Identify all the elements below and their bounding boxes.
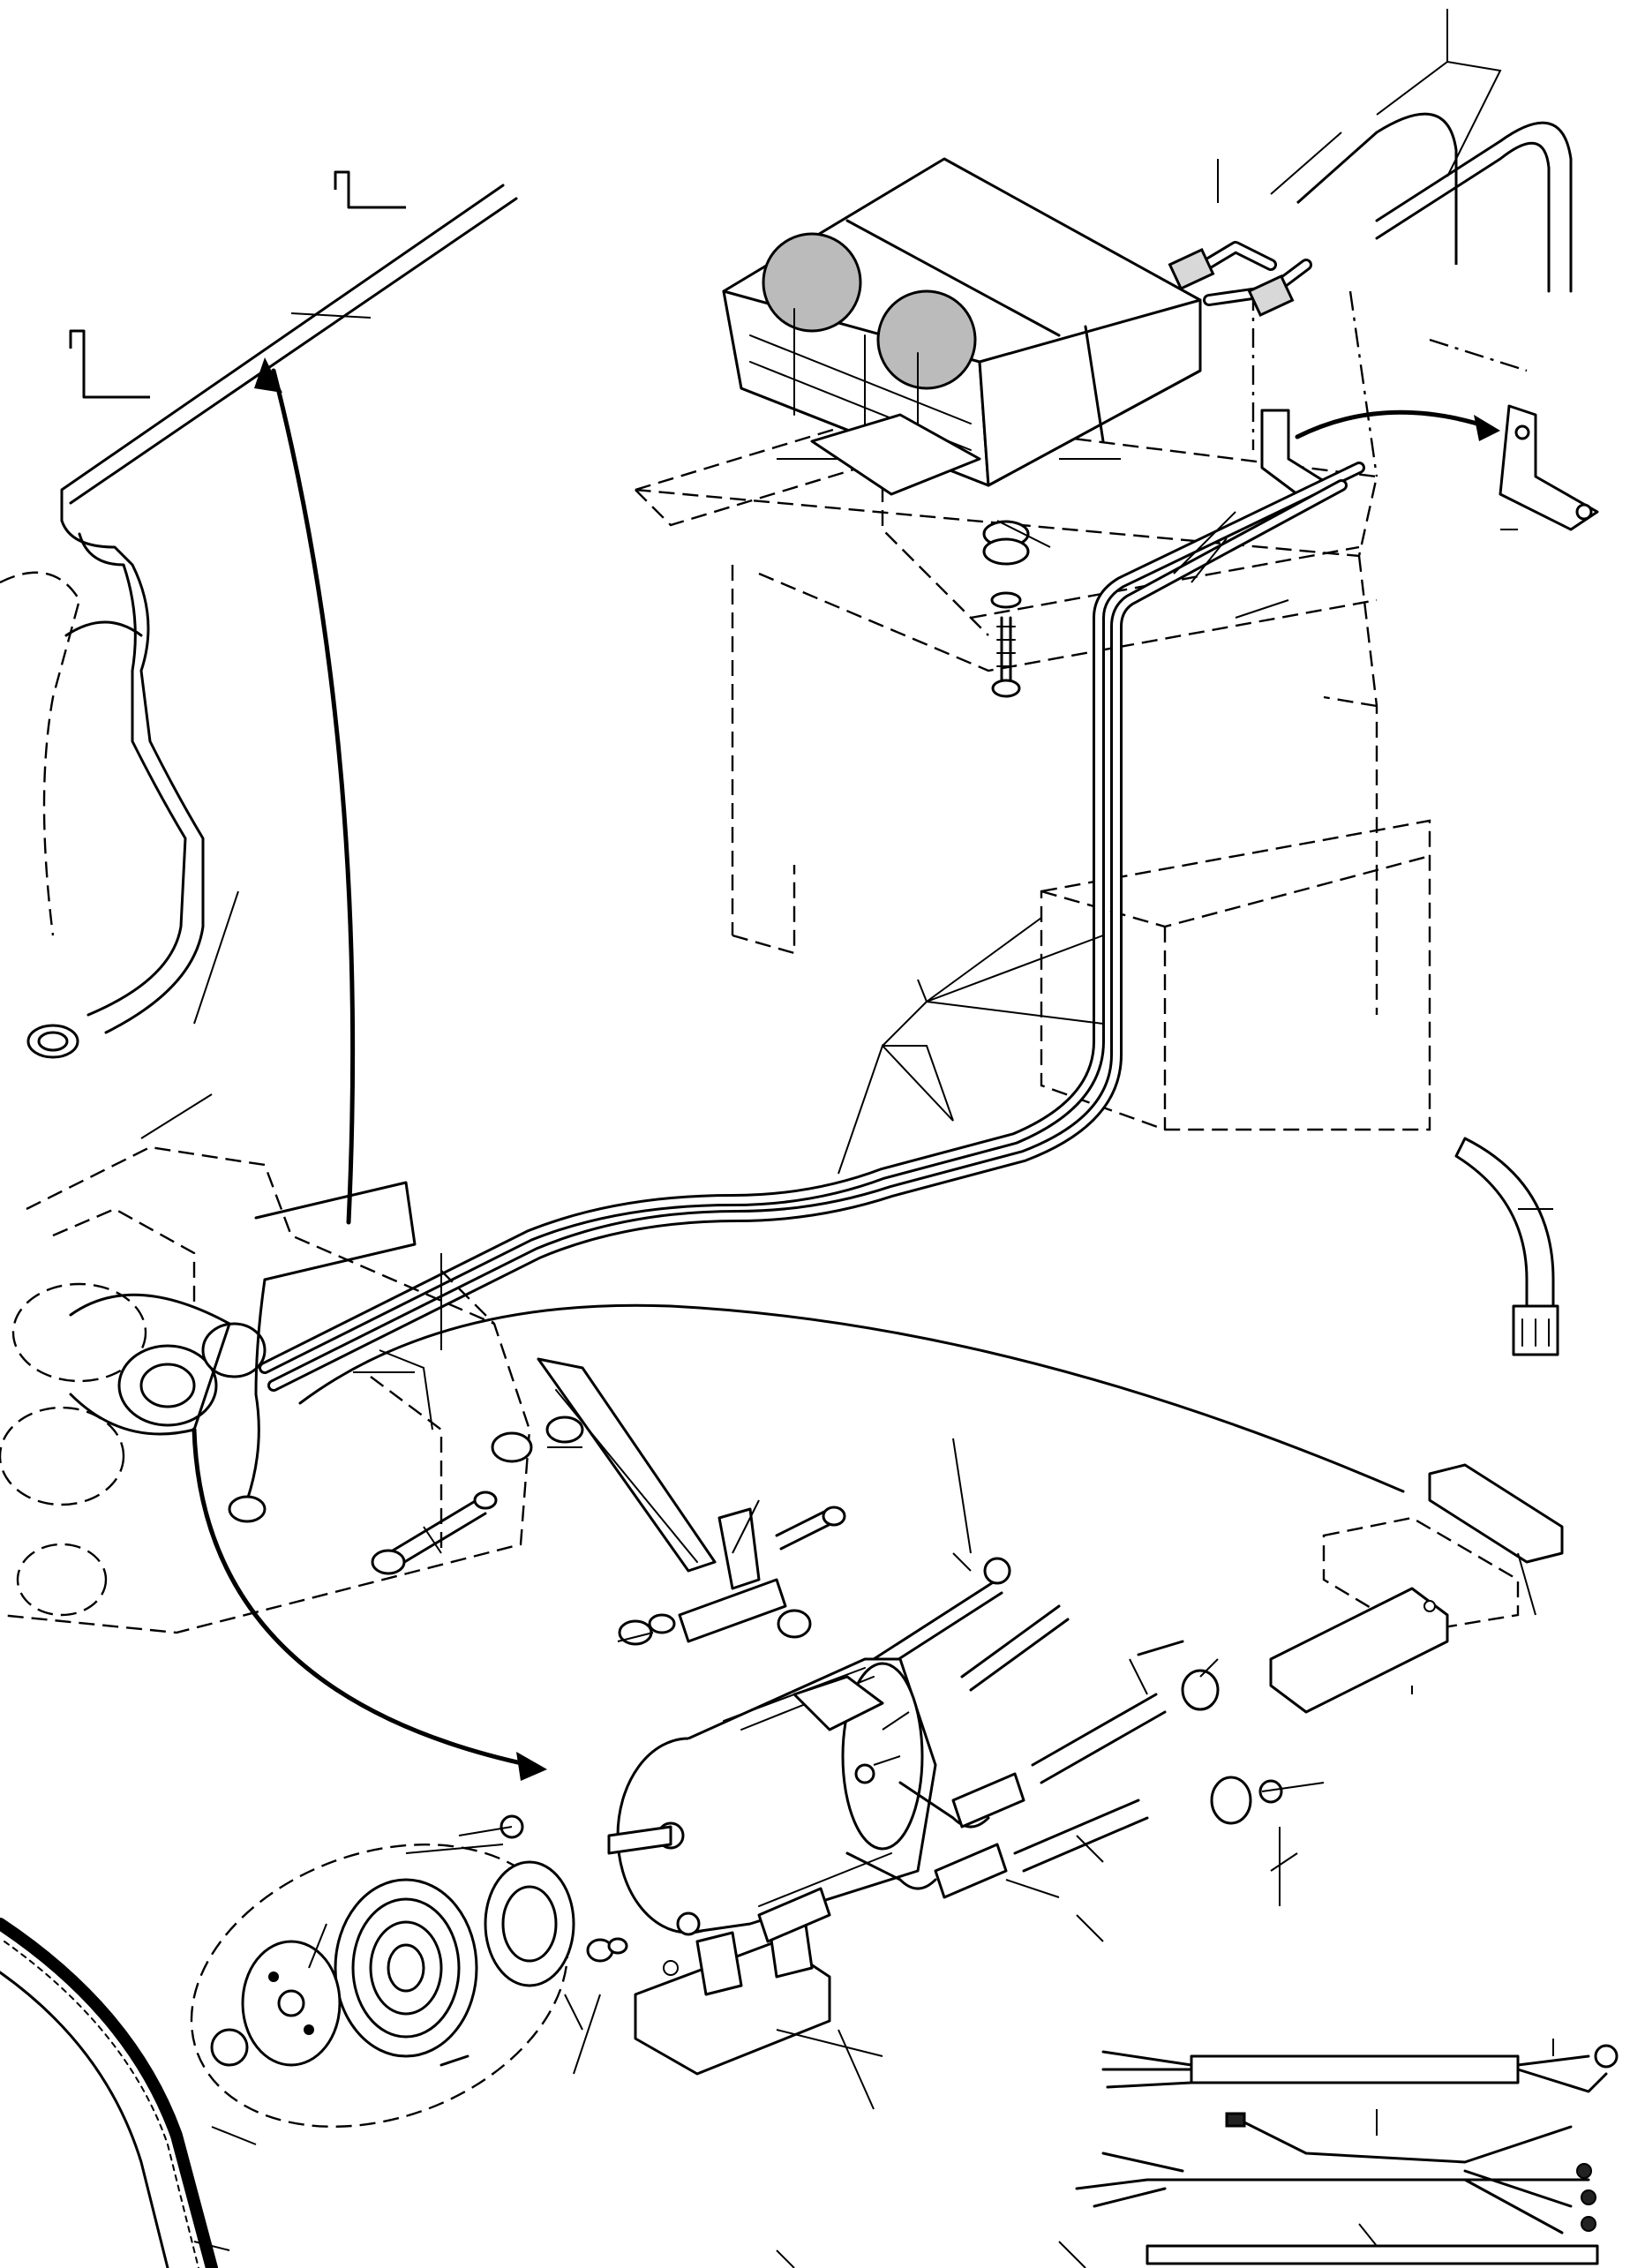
compressor-support bbox=[634, 1904, 831, 2076]
leader-lines bbox=[140, 9, 1554, 2268]
hose-clamp-band bbox=[1454, 1137, 1559, 1356]
compressor-bracket bbox=[371, 1357, 1011, 1674]
mount-hardware bbox=[982, 520, 1030, 698]
frame-bracket bbox=[1269, 1463, 1564, 1714]
fan-grille-icon bbox=[762, 232, 862, 333]
magnetic-clutch-pulley bbox=[190, 1814, 628, 2128]
compressor-hoses bbox=[757, 1604, 1283, 1943]
wire-harness bbox=[1075, 2044, 1619, 2265]
engine bbox=[0, 1145, 531, 1634]
compressor bbox=[607, 1657, 1025, 1936]
water-pipe bbox=[0, 170, 518, 1059]
heater-pipes bbox=[1168, 112, 1573, 318]
v-belt bbox=[0, 1918, 218, 2268]
refrigerant-hose-assembly bbox=[259, 462, 1365, 1392]
evaporator-heater-unit bbox=[722, 157, 1202, 496]
wire-harness-run bbox=[298, 1303, 1405, 1493]
arrow-water-pipe bbox=[271, 368, 356, 1225]
arrow-compressor bbox=[192, 1427, 532, 1768]
fan-grille-icon bbox=[876, 289, 977, 390]
